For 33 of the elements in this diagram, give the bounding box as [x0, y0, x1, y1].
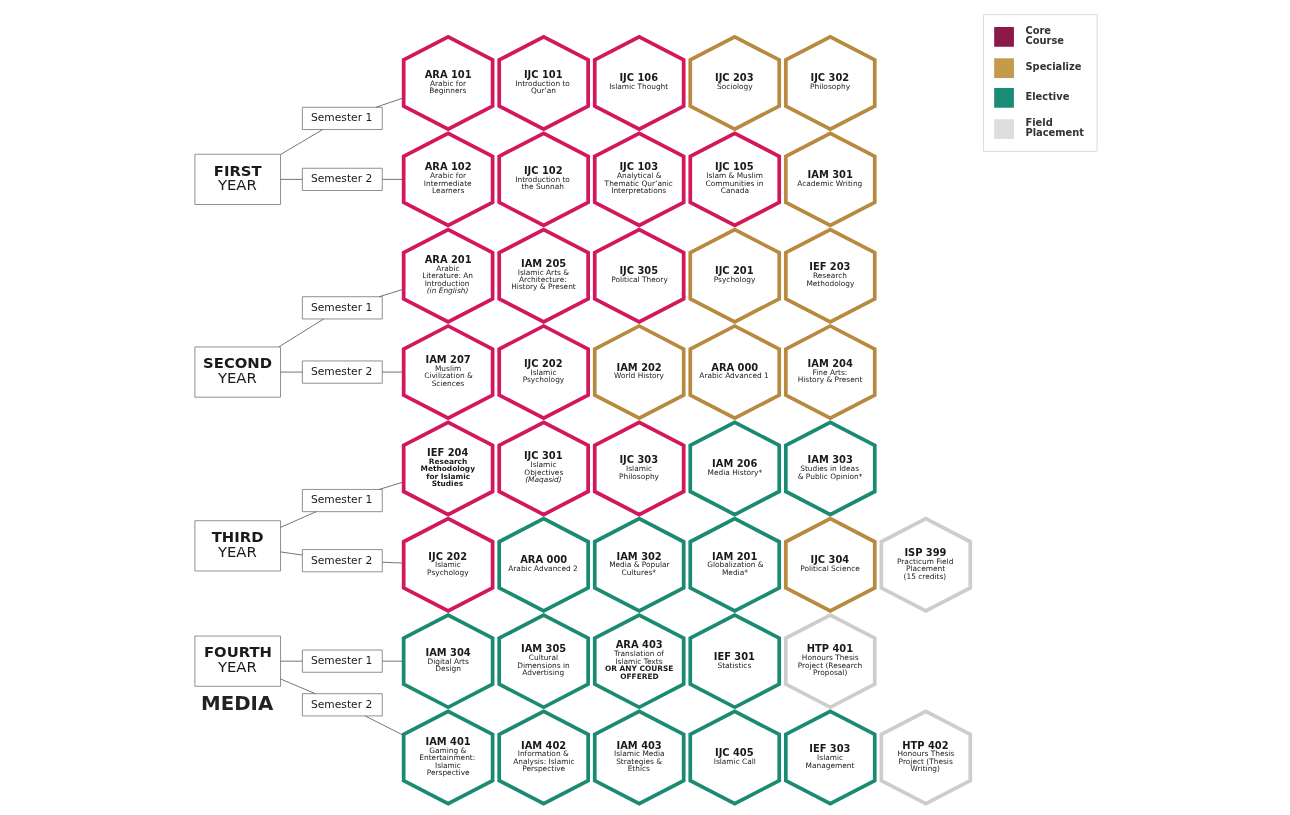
connector	[279, 678, 316, 695]
node-box: Semester 1	[301, 296, 383, 320]
connector	[381, 660, 404, 662]
node-box: Semester 1	[301, 106, 383, 130]
connector	[279, 371, 303, 373]
connector	[381, 371, 404, 373]
label: MEDIA	[200, 691, 273, 715]
connector	[278, 318, 324, 348]
node-box: FOURTH YEAR	[194, 635, 281, 687]
node-box: THIRD YEAR	[194, 520, 281, 572]
connector	[375, 97, 404, 108]
node-box: Semester 2	[301, 167, 383, 191]
connector	[279, 660, 303, 662]
connector	[279, 551, 303, 556]
node-box: SECOND YEAR	[194, 346, 281, 398]
node-box: Semester 2	[301, 549, 383, 573]
legend-label: Elective	[1024, 90, 1069, 102]
connector	[378, 481, 404, 490]
node-box: Semester 2	[301, 693, 383, 717]
node-box: FIRST YEAR	[194, 153, 281, 205]
connector	[378, 288, 404, 298]
legend-label: Field Placement	[1024, 117, 1084, 139]
connector	[381, 561, 404, 564]
connector	[279, 511, 316, 528]
connector	[364, 715, 404, 736]
legend-label: Specialize	[1024, 60, 1081, 72]
node-box: Semester 2	[301, 360, 383, 384]
connector	[381, 178, 404, 180]
node-box: Semester 1	[301, 489, 383, 513]
connector	[279, 178, 303, 180]
node-box: Semester 1	[301, 649, 383, 673]
connector	[279, 129, 323, 155]
legend-label: Core Course	[1024, 25, 1064, 46]
